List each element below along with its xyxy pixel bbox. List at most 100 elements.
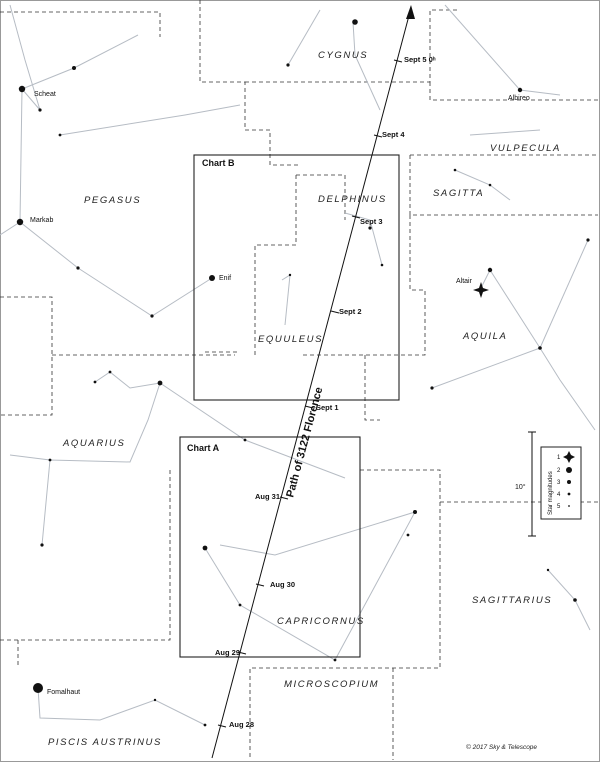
star (517, 87, 523, 93)
label-microscopium: MICROSCOPIUM (284, 679, 379, 690)
star (93, 380, 97, 384)
legend-title: Star magnitudes (548, 471, 554, 515)
legend-mag-4: 4 (557, 492, 561, 498)
star (76, 266, 80, 270)
label-capricornus: CAPRICORNUS (277, 616, 365, 627)
star (153, 698, 157, 702)
altair-star-symbol (473, 282, 489, 298)
tick-mark (373, 134, 383, 138)
legend-symbol-3 (567, 480, 571, 484)
star (380, 263, 384, 267)
date-aug28: Aug 28 (229, 720, 254, 729)
legend-mag-5: 5 (557, 504, 561, 510)
date-aug29: Aug 29 (215, 648, 240, 657)
legend-mag-2: 2 (557, 468, 561, 474)
figure-line (21, 34, 139, 90)
label-altair: Altair (456, 278, 473, 285)
legend-mag-3: 3 (557, 480, 561, 486)
date-sept5: Sept 5 0ʰ (404, 55, 436, 64)
legend-symbol-5 (568, 505, 570, 507)
path-arrowhead (406, 5, 415, 19)
date-sept1: Sept 1 (316, 403, 339, 412)
boundary-line (245, 9, 460, 83)
boundary-line (0, 470, 171, 641)
tick-mark (393, 59, 403, 63)
label-pegasus: PEGASUS (84, 195, 141, 206)
figure-line (41, 382, 161, 546)
label-markab: Markab (30, 217, 53, 224)
boundary-line (0, 296, 53, 416)
label-scheat: Scheat (34, 91, 56, 98)
figure-line (37, 687, 206, 726)
label-equuleus: EQUULEUS (258, 334, 323, 345)
figure-line (431, 347, 541, 389)
chart-a-box[interactable] (179, 436, 361, 658)
star (33, 683, 43, 693)
date-aug30: Aug 30 (270, 580, 295, 589)
legend-symbol-2 (566, 467, 572, 473)
star (546, 568, 550, 572)
tick-mark (304, 405, 314, 409)
star (538, 346, 542, 350)
figure-line (59, 104, 241, 136)
date-sept3: Sept 3 (360, 217, 383, 226)
boundary-line (254, 175, 297, 355)
label-aquarius: AQUARIUS (62, 438, 125, 449)
figure-line (547, 569, 591, 631)
label-piscis-austrinus: PISCIS AUSTRINUS (48, 737, 162, 748)
star (209, 275, 215, 281)
star (202, 545, 208, 551)
star (586, 238, 590, 242)
figure-line (281, 274, 291, 326)
boundary-line (199, 0, 300, 166)
star (352, 19, 358, 25)
label-vulpecula: VULPECULA (490, 143, 561, 154)
tick-mark (351, 215, 361, 219)
label-fomalhaut: Fomalhaut (47, 689, 80, 696)
tick-mark (237, 651, 247, 655)
legend-box (540, 446, 582, 520)
label-sagittarius: SAGITTARIUS (472, 595, 552, 606)
figure-line (94, 371, 346, 479)
label-cygnus: CYGNUS (318, 50, 368, 61)
boundary-line (364, 355, 380, 421)
star (38, 108, 42, 112)
tick-mark (330, 310, 340, 314)
chart-a-title: Chart A (187, 443, 220, 453)
star (413, 510, 417, 514)
figure-line (0, 221, 21, 236)
figure-line (9, 454, 51, 461)
legend-mag-1: 1 (557, 455, 561, 461)
figure-line (287, 9, 321, 66)
tick-mark (279, 496, 289, 500)
tick-mark (217, 724, 227, 728)
star (487, 267, 493, 273)
boundary-line (249, 469, 441, 760)
figure-line (9, 4, 213, 317)
star (150, 314, 154, 318)
legend-symbol-1 (563, 451, 575, 463)
star (453, 168, 457, 172)
star (406, 533, 410, 537)
legend-symbol-4 (567, 492, 571, 496)
figure-line (469, 129, 541, 136)
date-sept2: Sept 2 (339, 307, 362, 316)
date-ticks (217, 59, 403, 728)
figure-line (539, 239, 589, 349)
boundary-line (296, 174, 346, 220)
date-aug31: Aug 31 (255, 492, 280, 501)
star (108, 370, 112, 374)
boundary-line (409, 155, 598, 216)
star (16, 218, 24, 226)
star (238, 603, 242, 607)
star (573, 598, 577, 602)
figure-line (352, 21, 381, 111)
label-enif: Enif (219, 275, 231, 282)
boundary-line (300, 215, 426, 356)
star (430, 386, 434, 390)
scale-label: 10° (515, 483, 526, 491)
chart-b-box[interactable] (193, 154, 400, 401)
